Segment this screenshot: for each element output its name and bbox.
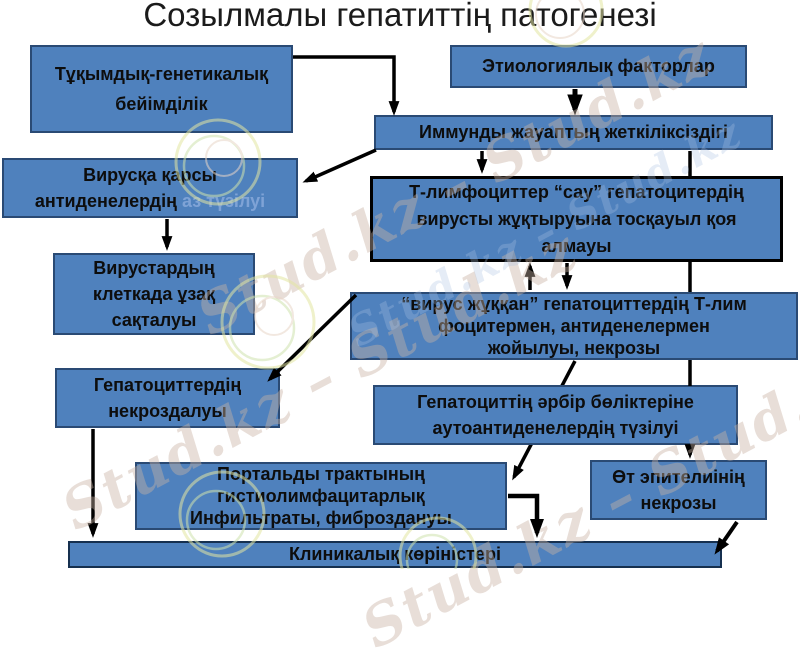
node-label-line: бейімділік bbox=[115, 94, 208, 114]
connector-arrow bbox=[267, 293, 358, 382]
node-label-line: Вирусқа қарсы bbox=[83, 165, 217, 185]
node-autoantibody-formation: Гепатоциттің әрбір бөліктеріне аутоантиде… bbox=[373, 385, 738, 445]
node-label-part: антиденелердің bbox=[34, 191, 177, 211]
node-label: Иммунды жауаптың жеткіліксіздігі bbox=[419, 122, 728, 143]
connector-arrow bbox=[508, 493, 544, 538]
node-label-line: гистиолимфацитарлық bbox=[217, 486, 425, 506]
node-label: Клиникалық көріністері bbox=[289, 544, 501, 565]
node-label: Өт эпителиінің некрозы bbox=[612, 464, 745, 516]
node-etiological-factors: Этиологиялық факторлар bbox=[450, 45, 747, 88]
connector-arrow bbox=[293, 55, 400, 116]
node-label-line: Портальды трактының bbox=[217, 464, 425, 484]
node-label: Гепатоциттердің некроздалуы bbox=[94, 372, 241, 424]
page-title: Созылмалы гепатиттің патогенезі bbox=[143, 0, 657, 33]
node-label: Гепатоциттің әрбір бөліктеріне аутоантиде… bbox=[417, 389, 694, 441]
node-label-line: сақталуы bbox=[111, 310, 197, 330]
node-label-line: Өт эпителиінің bbox=[612, 467, 745, 487]
node-hereditary-genetic-predisposition: Тұқымдық-генетикалық бейімділік bbox=[30, 45, 293, 133]
node-label-line: Гепатоциттердің bbox=[93, 375, 242, 395]
node-label: Тұқымдық-генетикалық бейімділік bbox=[55, 59, 268, 119]
node-label: Т-лимфоциттер “сау” гепатоцитердің вируст… bbox=[409, 179, 744, 260]
node-tlymphocytes-cannot-block-infection: Т-лимфоциттер “сау” гепатоцитердің вируст… bbox=[370, 176, 783, 262]
node-label-line: Иммунды жауаптың жеткіліксіздігі bbox=[419, 122, 728, 142]
node-label-line: Этиологиялық факторлар bbox=[482, 56, 715, 76]
node-label-line: фоцитермен, антиденелермен bbox=[438, 316, 710, 336]
node-label-line: аутоантиденелердің түзілуі bbox=[432, 418, 679, 438]
node-label: Вирусқа қарсы антиденелердің аз түзілуі bbox=[35, 162, 265, 214]
node-clinical-manifestations: Клиникалық көріністері bbox=[68, 541, 722, 568]
node-label-line: Т-лимфоциттер “сау” гепатоцитердің bbox=[409, 181, 744, 202]
node-label-line: некроздалуы bbox=[108, 401, 227, 421]
node-label-line: алмауы bbox=[541, 235, 612, 256]
node-label-line: клеткада ұзақ bbox=[92, 284, 216, 304]
node-label: Вирустардың клеткада ұзақ сақталуы bbox=[93, 255, 215, 333]
node-bile-epithelium-necrosis: Өт эпителиінің некрозы bbox=[590, 460, 767, 520]
node-label-line: жойылуы, некрозы bbox=[487, 338, 661, 358]
node-hepatocyte-necrosis: Гепатоциттердің некроздалуы bbox=[55, 368, 280, 428]
node-label-line: антиденелердің аз түзілуі bbox=[35, 188, 265, 214]
node-label-line: Инфильтраты, фиброздануы bbox=[190, 508, 452, 528]
node-label-line: “вирус жұққан” гепатоциттердің Т-лим bbox=[401, 294, 747, 314]
node-label-line: некрозы bbox=[640, 493, 717, 513]
node-label-line: Вирустардың bbox=[93, 258, 215, 278]
node-immune-response-insufficiency: Иммунды жауаптың жеткіліксіздігі bbox=[374, 115, 773, 150]
node-label-muted-part: аз түзілуі bbox=[181, 191, 266, 211]
node-label: Этиологиялық факторлар bbox=[482, 56, 715, 77]
node-label-line: Тұқымдық-генетикалық bbox=[54, 64, 269, 84]
connector-arrow bbox=[302, 148, 377, 183]
node-label-line: Гепатоциттің әрбір бөліктеріне bbox=[417, 392, 694, 412]
node-low-antiviral-antibody-production: Вирусқа қарсы антиденелердің аз түзілуі bbox=[2, 158, 298, 218]
node-virus-persists-in-cell: Вирустардың клеткада ұзақ сақталуы bbox=[53, 253, 255, 335]
node-label-line: Клиникалық көріністері bbox=[289, 544, 501, 564]
node-label-line: вирусты жұқтыруына тосқауыл қоя bbox=[416, 208, 737, 229]
